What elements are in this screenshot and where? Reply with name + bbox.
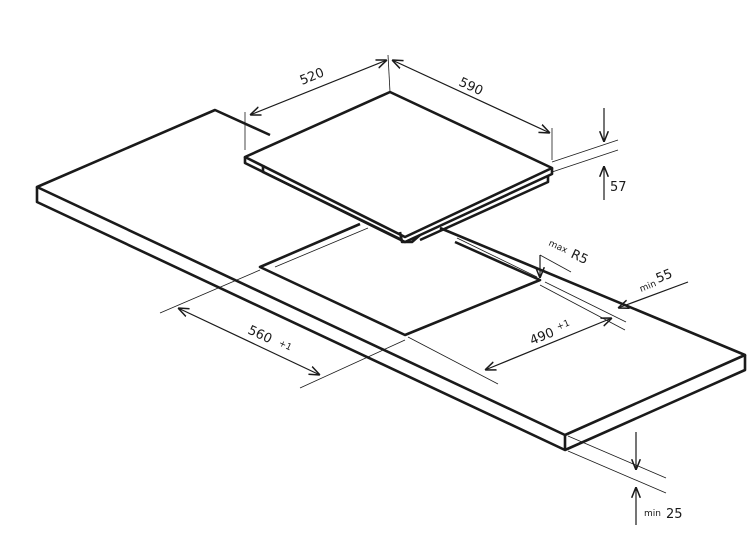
hob bbox=[243, 90, 554, 244]
hob-top-dimensions: 520 590 bbox=[244, 54, 553, 160]
tolerance-560: +1 bbox=[277, 339, 293, 354]
dim-57: 57 bbox=[610, 180, 627, 195]
cutout bbox=[258, 222, 542, 337]
dim-490: 490 bbox=[528, 326, 557, 349]
label-max: max bbox=[547, 239, 570, 257]
worktop-thickness-dimension: min 25 bbox=[567, 432, 683, 525]
dim-590: 590 bbox=[456, 75, 485, 99]
dim-55: 55 bbox=[654, 267, 675, 287]
dim-25: 25 bbox=[666, 507, 683, 522]
cutout-width-dimension: 560 +1 bbox=[159, 269, 406, 389]
worktop bbox=[35, 108, 747, 452]
cutout-depth-dimension: 490 +1 bbox=[407, 281, 627, 385]
hob-height-dimension: 57 bbox=[551, 108, 627, 200]
dim-560: 560 bbox=[245, 323, 274, 347]
dim-r5: R5 bbox=[568, 247, 590, 268]
label-min: min bbox=[638, 279, 657, 295]
tolerance-490: +1 bbox=[555, 319, 571, 333]
label-min-25: min bbox=[644, 509, 661, 519]
dim-520: 520 bbox=[298, 66, 327, 89]
